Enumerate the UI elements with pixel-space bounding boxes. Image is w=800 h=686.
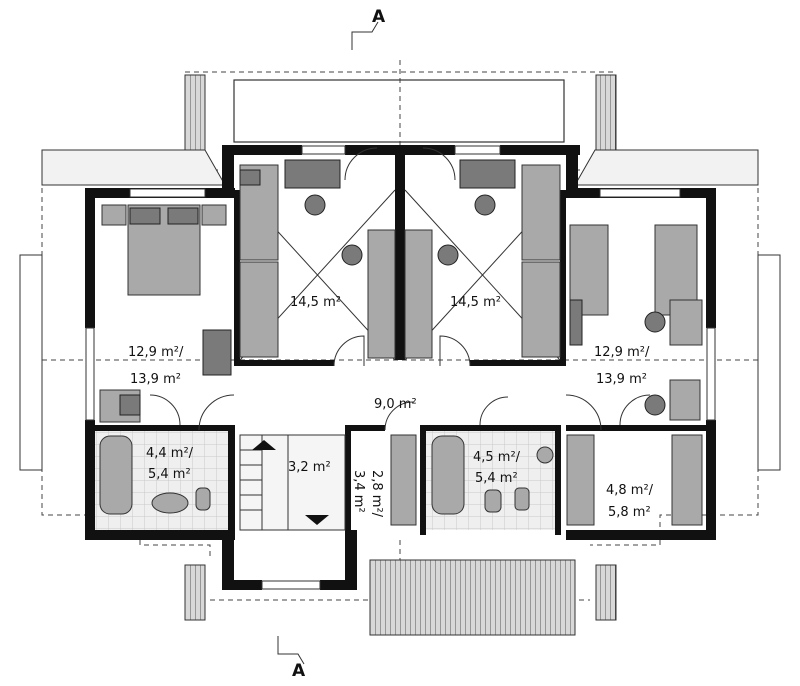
roof-segments: [19, 74, 781, 636]
windows: [85, 145, 716, 590]
room-bedroom-center-left-line1: 14,5 m²: [290, 295, 341, 310]
room-labels: 12,9 m²/ 13,9 m² 14,5 m² 14,5 m² 12,9 m²…: [128, 295, 654, 520]
room-bathroom-left-line2: 5,4 m²: [148, 467, 191, 482]
section-mark-bottom: A: [277, 636, 306, 681]
room-bedroom-left-line1: 12,9 m²/: [128, 345, 184, 360]
bedroom-left-furniture: [99, 204, 232, 423]
section-mark-bottom-label: A: [292, 661, 306, 681]
door-swings: [149, 147, 651, 431]
room-storage-right-line1: 4,8 m²/: [606, 483, 654, 498]
bedroom-center-right-furniture: [404, 159, 561, 359]
room-bathroom-right-line1: 4,5 m²/: [473, 450, 521, 465]
room-closet-line1: 2,8 m²/: [369, 470, 384, 518]
room-bathroom-right-line2: 5,4 m²: [475, 471, 518, 486]
room-bathroom-left-line1: 4,4 m²/: [146, 446, 194, 461]
bedroom-center-left-furniture: [239, 159, 396, 359]
room-stairs-line1: 3,2 m²: [288, 460, 331, 475]
bathrooms: [95, 431, 555, 530]
room-hall-line1: 9,0 m²: [374, 397, 417, 412]
room-bedroom-center-right-line1: 14,5 m²: [450, 295, 501, 310]
room-closet-line2: 3,4 m²: [351, 470, 366, 513]
storage-furniture: [390, 434, 703, 526]
bedroom-right-furniture: [569, 224, 703, 421]
section-mark-top-label: A: [372, 7, 386, 27]
room-bedroom-left-line2: 13,9 m²: [130, 372, 181, 387]
room-storage-right-line2: 5,8 m²: [608, 505, 651, 520]
staircase: [239, 434, 346, 531]
room-bedroom-right-line2: 13,9 m²: [596, 372, 647, 387]
section-mark-top: A: [351, 7, 386, 50]
room-bedroom-right-line1: 12,9 m²/: [594, 345, 650, 360]
